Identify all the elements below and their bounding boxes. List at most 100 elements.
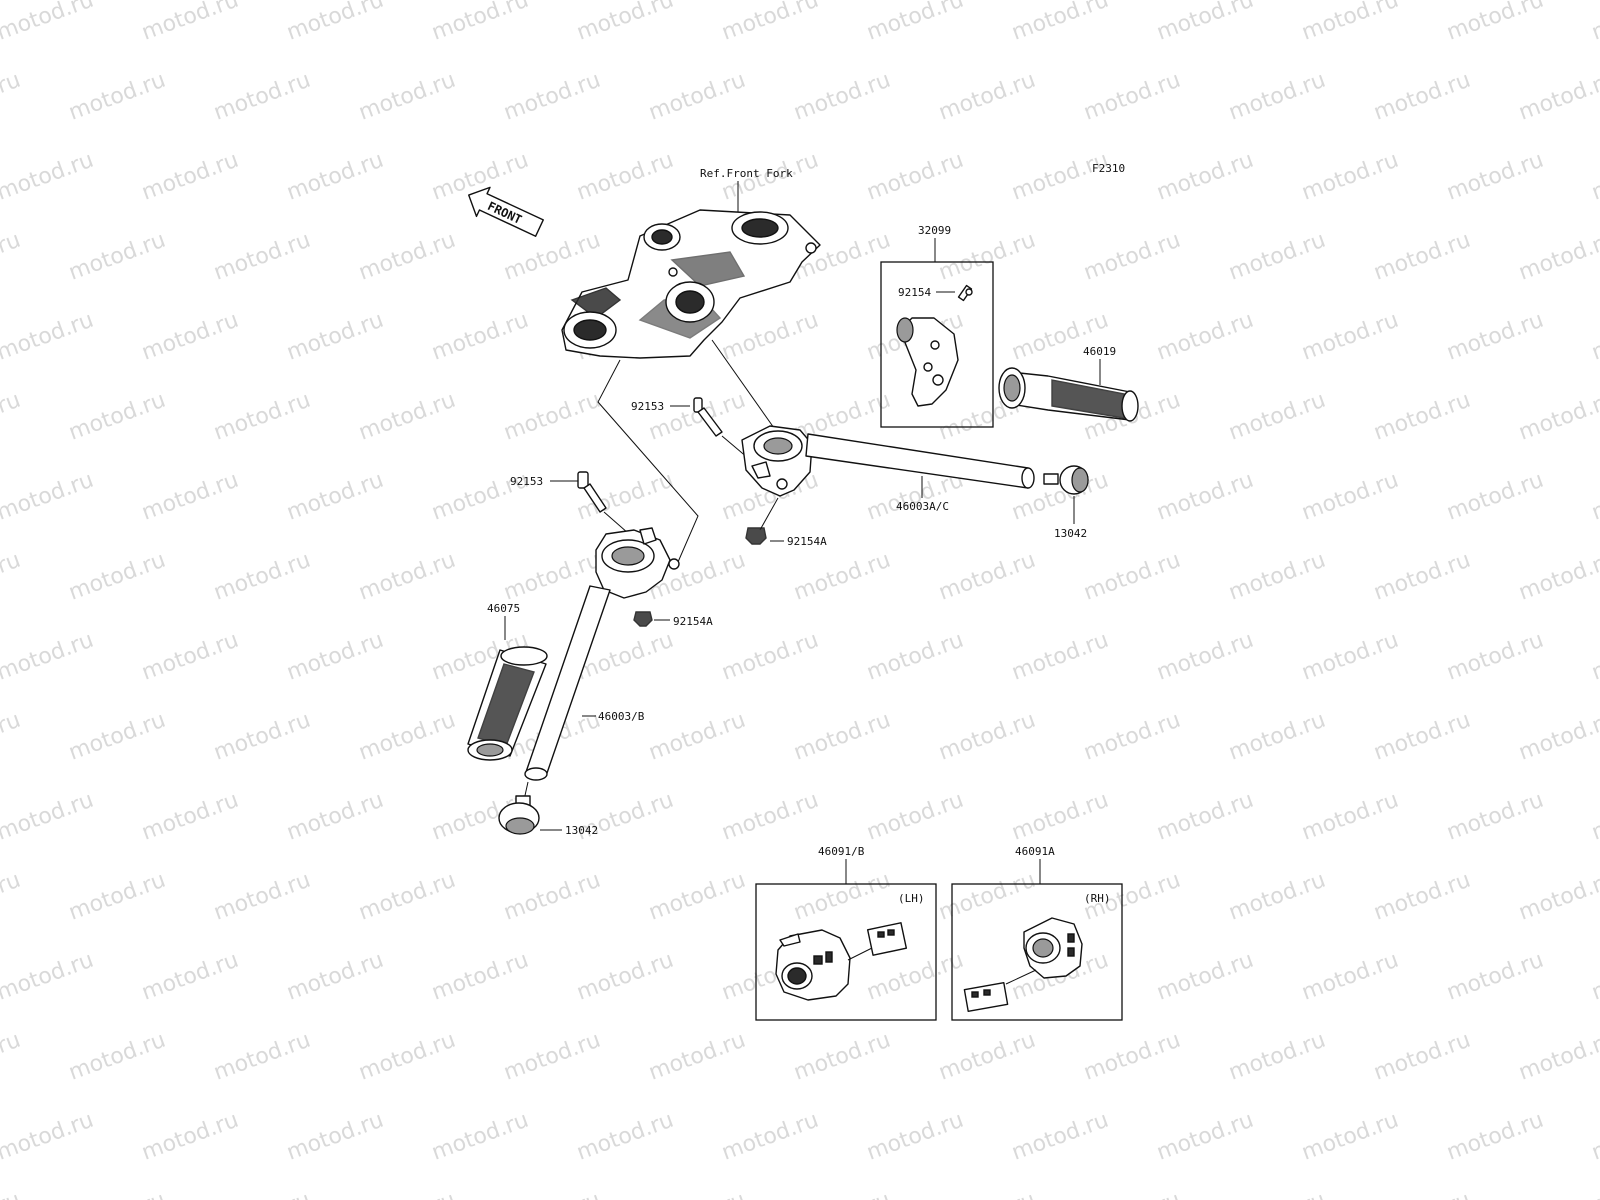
- watermark-text: motod.ru: [1299, 148, 1402, 206]
- watermark-text: motod.ru: [1589, 948, 1600, 1006]
- watermark-text: motod.ru: [864, 1108, 967, 1166]
- screw-92154a-right-axis: [759, 497, 779, 531]
- watermark-text: motod.ru: [0, 0, 97, 46]
- watermark-text: motod.ru: [1081, 708, 1184, 766]
- bar-end-13042-left: [498, 795, 540, 835]
- watermark-text: motod.ru: [646, 1028, 749, 1086]
- watermark-text: motod.ru: [284, 0, 387, 46]
- watermark-text: motod.ru: [211, 868, 314, 926]
- watermark-text: motod.ru: [1154, 0, 1257, 46]
- label-13042-left: 13042: [565, 824, 598, 837]
- watermark-text: motod.ru: [66, 548, 169, 606]
- watermark-text: motod.ru: [0, 548, 24, 606]
- watermark-text: motod.ru: [1589, 148, 1600, 206]
- watermark-text: motod.ru: [66, 228, 169, 286]
- lh-switch-assembly-46091b: [775, 922, 908, 1001]
- watermark-text: motod.ru: [646, 388, 749, 446]
- watermark-text: motod.ru: [646, 868, 749, 926]
- watermark-text: motod.ru: [501, 1188, 604, 1200]
- watermark-text: motod.ru: [1226, 388, 1329, 446]
- watermark-text: motod.ru: [791, 1028, 894, 1086]
- watermark-text: motod.ru: [1444, 948, 1547, 1006]
- watermark-text: motod.ru: [501, 868, 604, 926]
- watermark-text: motod.ru: [1516, 68, 1600, 126]
- watermark-text: motod.ru: [1299, 0, 1402, 46]
- watermark-text: motod.ru: [139, 1108, 242, 1166]
- watermark-text: motod.ru: [719, 788, 822, 846]
- watermark-text: motod.ru: [864, 628, 967, 686]
- watermark-text: motod.ru: [864, 148, 967, 206]
- watermark-text: motod.ru: [864, 0, 967, 46]
- watermark-text: motod.ru: [1299, 468, 1402, 526]
- watermark-text: motod.ru: [356, 548, 459, 606]
- watermark-text: motod.ru: [1299, 1108, 1402, 1166]
- label-32099: 32099: [918, 224, 951, 237]
- watermark-text: motod.ru: [1371, 1028, 1474, 1086]
- watermark-text: motod.ru: [139, 628, 242, 686]
- watermark-text: motod.ru: [646, 708, 749, 766]
- label-92153-left: 92153: [510, 475, 543, 488]
- watermark-text: motod.ru: [936, 708, 1039, 766]
- watermark-text: motod.ru: [1371, 708, 1474, 766]
- watermark-text: motod.ru: [1226, 68, 1329, 126]
- watermark-text: motod.ru: [0, 388, 24, 446]
- watermark-text: motod.ru: [1371, 388, 1474, 446]
- label-46091b: 46091/B: [818, 845, 865, 858]
- left-grip-46075: [467, 646, 548, 761]
- label-46003ac: 46003A/C: [896, 500, 949, 513]
- watermark-text: motod.ru: [1444, 468, 1547, 526]
- throttle-grip-46019: [998, 367, 1139, 422]
- label-46091a: 46091A: [1015, 845, 1055, 858]
- bolt-92153-right: [693, 397, 723, 437]
- watermark-text: motod.ru: [574, 148, 677, 206]
- watermark-text: motod.ru: [211, 228, 314, 286]
- watermark-text: motod.ru: [211, 1188, 314, 1200]
- watermark-text: motod.ru: [66, 1188, 169, 1200]
- watermark-text: motod.ru: [936, 68, 1039, 126]
- watermark-text: motod.ru: [1226, 548, 1329, 606]
- watermark-text: motod.ru: [501, 228, 604, 286]
- watermark-text: motod.ru: [429, 0, 532, 46]
- watermark-text: motod.ru: [284, 308, 387, 366]
- watermark-text: motod.ru: [1589, 788, 1600, 846]
- screw-92154a-left: [633, 611, 653, 627]
- watermark-text: motod.ru: [791, 1188, 894, 1200]
- watermark-text: motod.ru: [429, 1108, 532, 1166]
- watermark-text: motod.ru: [1444, 1108, 1547, 1166]
- watermark-text: motod.ru: [1299, 628, 1402, 686]
- watermark-text: motod.ru: [429, 948, 532, 1006]
- watermark-text: motod.ru: [211, 548, 314, 606]
- watermark-text: motod.ru: [284, 468, 387, 526]
- screw-92154a-right: [745, 527, 767, 545]
- label-46003b: 46003/B: [598, 710, 645, 723]
- watermark-text: motod.ru: [139, 148, 242, 206]
- watermark-text: motod.ru: [1299, 308, 1402, 366]
- watermark-text: motod.ru: [1009, 0, 1112, 46]
- watermark-text: motod.ru: [1516, 868, 1600, 926]
- watermark-text: motod.ru: [936, 868, 1039, 926]
- label-92154a-left: 92154A: [673, 615, 713, 628]
- watermark-text: motod.ru: [1589, 1108, 1600, 1166]
- watermark-text: motod.ru: [0, 708, 24, 766]
- watermark-text: motod.ru: [139, 0, 242, 46]
- watermark-text: motod.ru: [0, 308, 97, 366]
- watermark-text: motod.ru: [1226, 1028, 1329, 1086]
- watermark-text: motod.ru: [0, 1108, 97, 1166]
- watermark-text: motod.ru: [0, 68, 24, 126]
- watermark-text: motod.ru: [1516, 708, 1600, 766]
- watermark-text: motod.ru: [936, 548, 1039, 606]
- watermark-text: motod.ru: [719, 628, 822, 686]
- throttle-housing-box: [880, 261, 994, 428]
- watermark-text: motod.ru: [1589, 628, 1600, 686]
- watermark-text: motod.ru: [864, 788, 967, 846]
- watermark-text: motod.ru: [356, 68, 459, 126]
- watermark-text: motod.ru: [1226, 1188, 1329, 1200]
- watermark-text: motod.ru: [0, 628, 97, 686]
- watermark-text: motod.ru: [1371, 228, 1474, 286]
- watermark-text: motod.ru: [1009, 788, 1112, 846]
- watermark-text: motod.ru: [1299, 788, 1402, 846]
- throttle-housing-32099: [896, 317, 959, 407]
- watermark-text: motod.ru: [1371, 548, 1474, 606]
